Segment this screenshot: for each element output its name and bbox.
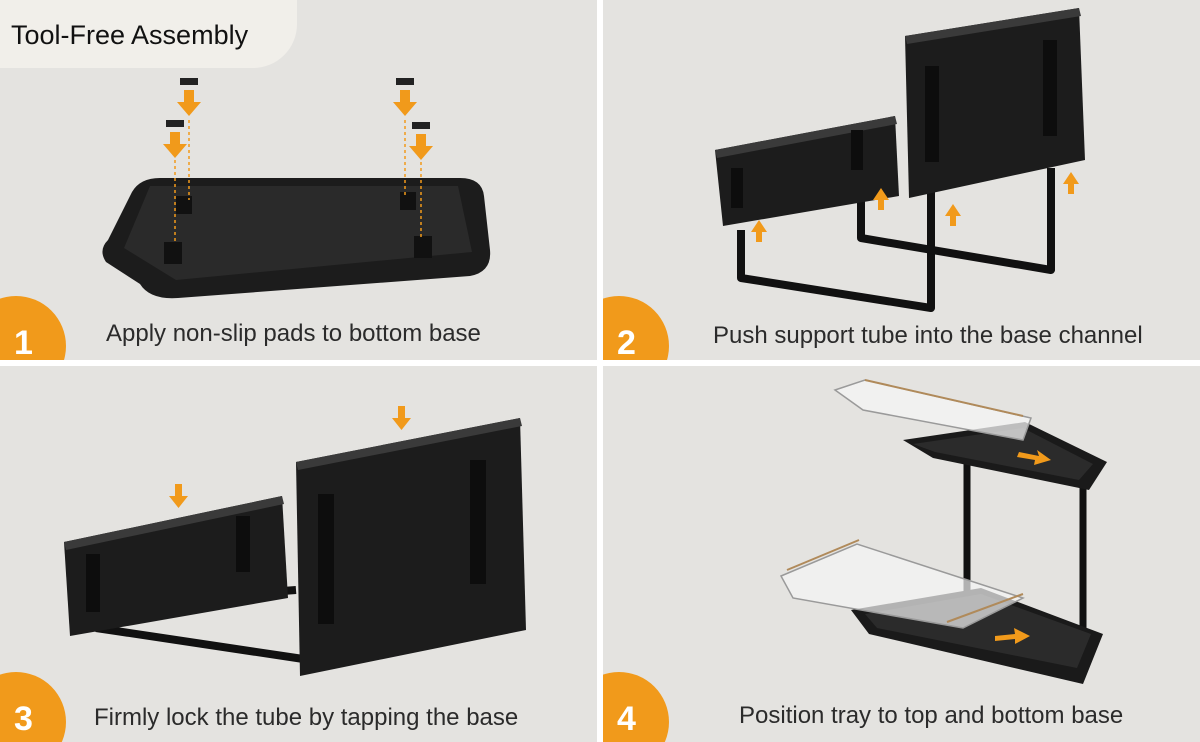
step-number: 2	[617, 324, 636, 360]
step-1-panel: Tool-Free Assembly 1 Apply non-slip pads…	[0, 0, 597, 360]
step-number: 3	[14, 700, 33, 738]
step-2-panel: 2 Push support tube into the base channe…	[603, 0, 1200, 360]
trays-illustration	[779, 379, 1107, 684]
step-3-panel: 3 Firmly lock the tube by tapping the ba…	[0, 366, 597, 742]
step-caption: Position tray to top and bottom base	[739, 702, 1124, 729]
step-number-badge: 2	[603, 296, 669, 360]
title-banner: Tool-Free Assembly	[0, 0, 297, 68]
base-with-pads-illustration	[102, 78, 491, 299]
step-number: 1	[14, 324, 33, 360]
lock-tube-illustration	[64, 406, 526, 676]
step-number: 4	[617, 700, 636, 738]
step-caption: Push support tube into the base channel	[713, 322, 1143, 349]
page-title: Tool-Free Assembly	[11, 20, 249, 50]
step-caption: Apply non-slip pads to bottom base	[106, 320, 481, 347]
step-caption: Firmly lock the tube by tapping the base	[94, 704, 519, 731]
step-4-panel: 4 Position tray to top and bottom base	[603, 366, 1200, 742]
support-tube-illustration	[715, 8, 1085, 312]
